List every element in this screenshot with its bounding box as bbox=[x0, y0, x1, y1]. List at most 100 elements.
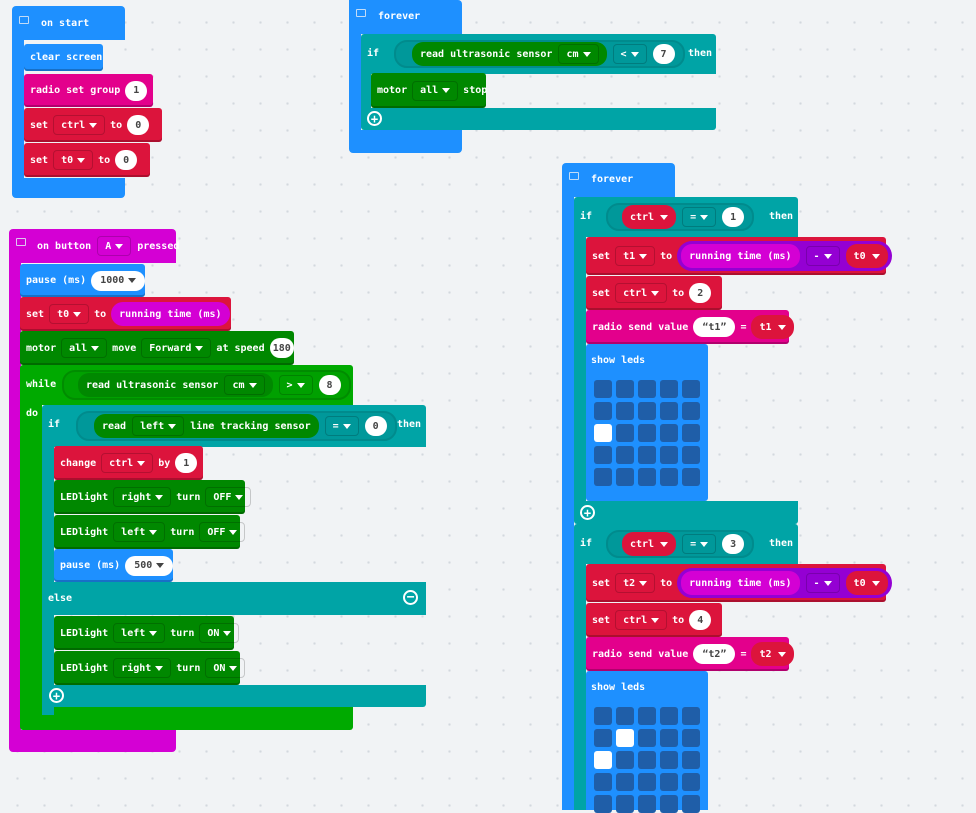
compare-value-input[interactable]: 7 bbox=[652, 44, 675, 64]
forever-event[interactable] bbox=[349, 0, 462, 34]
side-dropdown[interactable]: right bbox=[113, 658, 172, 678]
unit-dropdown[interactable]: cm bbox=[224, 375, 265, 395]
variable-dropdown[interactable]: t0 bbox=[53, 150, 94, 170]
running-time-reporter[interactable]: running time (ms) bbox=[681, 244, 800, 268]
led-on[interactable] bbox=[594, 751, 612, 769]
set-t2-block[interactable]: set t2 to running time (ms) - t0 bbox=[586, 564, 892, 602]
led-off[interactable] bbox=[660, 751, 678, 769]
pause-value-dropdown[interactable]: 500 bbox=[125, 555, 174, 576]
t0-reporter[interactable]: t0 bbox=[845, 244, 888, 268]
led-off[interactable] bbox=[638, 402, 656, 420]
ctrl-eq-3-condition[interactable]: ctrl = 3 bbox=[606, 530, 755, 558]
led-off[interactable] bbox=[682, 729, 700, 747]
ctrl-reporter[interactable]: ctrl bbox=[622, 532, 677, 556]
running-time-reporter[interactable]: running time (ms) bbox=[111, 302, 230, 326]
led-off[interactable] bbox=[616, 751, 634, 769]
led-off[interactable] bbox=[660, 773, 678, 791]
led-off[interactable] bbox=[594, 729, 612, 747]
side-dropdown[interactable]: left bbox=[113, 522, 166, 542]
direction-dropdown[interactable]: Forward bbox=[141, 338, 212, 358]
led-off[interactable] bbox=[660, 446, 678, 464]
led-off[interactable] bbox=[616, 707, 634, 725]
side-dropdown[interactable]: left bbox=[132, 416, 185, 436]
led-off[interactable] bbox=[594, 707, 612, 725]
variable-dropdown[interactable]: ctrl bbox=[615, 283, 668, 303]
led-off[interactable] bbox=[638, 729, 656, 747]
operator-dropdown[interactable]: > bbox=[278, 375, 313, 395]
set-t0-block[interactable]: set t0 to 0 bbox=[24, 143, 150, 177]
led-off[interactable] bbox=[682, 795, 700, 813]
side-dropdown[interactable]: left bbox=[113, 623, 166, 643]
group-number-input[interactable]: 1 bbox=[125, 80, 148, 101]
running-time-reporter[interactable]: running time (ms) bbox=[681, 571, 800, 595]
change-value-input[interactable]: 1 bbox=[175, 453, 198, 473]
line-value-input[interactable]: 0 bbox=[364, 416, 387, 436]
led-off[interactable] bbox=[594, 446, 612, 464]
add-else-icon[interactable]: + bbox=[367, 111, 382, 126]
motor-dropdown[interactable]: all bbox=[412, 80, 459, 101]
side-dropdown[interactable]: right bbox=[113, 487, 172, 507]
forever-event[interactable] bbox=[562, 163, 675, 197]
minus-expression[interactable]: running time (ms) - t0 bbox=[677, 241, 892, 271]
change-ctrl-block[interactable]: change ctrl by 1 bbox=[54, 446, 203, 480]
pause-block[interactable]: pause (ms) 1000 bbox=[20, 264, 146, 297]
operator-dropdown[interactable]: = bbox=[682, 207, 717, 227]
led-off[interactable] bbox=[594, 773, 612, 791]
led-off[interactable] bbox=[638, 380, 656, 398]
add-else-icon[interactable]: + bbox=[580, 505, 595, 520]
remove-else-icon[interactable]: − bbox=[403, 590, 418, 605]
led-off[interactable] bbox=[594, 468, 612, 486]
state-dropdown[interactable]: OFF bbox=[205, 487, 252, 507]
cond-value-input[interactable]: 3 bbox=[722, 534, 745, 554]
name-string-input[interactable]: “t1” bbox=[693, 317, 736, 337]
state-dropdown[interactable]: ON bbox=[199, 623, 240, 643]
comment-icon[interactable] bbox=[16, 238, 26, 246]
set-ctrl-2-block[interactable]: set ctrl to 2 bbox=[586, 276, 722, 310]
motor-move-block[interactable]: motor all move Forward at speed 180 bbox=[20, 331, 294, 365]
led-off[interactable] bbox=[638, 751, 656, 769]
led-matrix[interactable] bbox=[594, 707, 700, 813]
led-off[interactable] bbox=[594, 402, 612, 420]
ctrl-value-input[interactable]: 2 bbox=[689, 283, 712, 303]
led-off[interactable] bbox=[660, 402, 678, 420]
add-else-if-icon[interactable]: + bbox=[49, 688, 64, 703]
t0-reporter[interactable]: t0 bbox=[845, 571, 888, 595]
state-dropdown[interactable]: OFF bbox=[199, 522, 246, 542]
variable-dropdown[interactable]: ctrl bbox=[101, 453, 154, 473]
radio-set-group-block[interactable]: radio set group 1 bbox=[24, 74, 153, 107]
operator-dropdown[interactable]: < bbox=[612, 44, 647, 64]
operator-dropdown[interactable]: - bbox=[805, 573, 840, 593]
ledlight-right-on-block[interactable]: LEDlight right turn ON bbox=[54, 651, 246, 685]
motor-dropdown[interactable]: all bbox=[61, 338, 108, 358]
led-off[interactable] bbox=[682, 446, 700, 464]
ctrl-value-input[interactable]: 4 bbox=[689, 610, 712, 630]
ledlight-left-on-block[interactable]: LEDlight left turn ON bbox=[54, 616, 240, 650]
led-off[interactable] bbox=[616, 446, 634, 464]
led-off[interactable] bbox=[616, 795, 634, 813]
name-string-input[interactable]: “t2” bbox=[693, 644, 736, 664]
button-dropdown[interactable]: A bbox=[97, 236, 132, 256]
operator-dropdown[interactable]: = bbox=[682, 534, 717, 554]
ctrl-value-input[interactable]: 0 bbox=[127, 115, 150, 135]
variable-dropdown[interactable]: t0 bbox=[49, 304, 90, 324]
led-off[interactable] bbox=[616, 773, 634, 791]
led-off[interactable] bbox=[594, 380, 612, 398]
state-dropdown[interactable]: ON bbox=[205, 658, 246, 678]
led-off[interactable] bbox=[660, 424, 678, 442]
operator-dropdown[interactable]: - bbox=[805, 246, 840, 266]
led-off[interactable] bbox=[682, 468, 700, 486]
led-off[interactable] bbox=[594, 795, 612, 813]
pause-500-block[interactable]: pause (ms) 500 bbox=[54, 549, 174, 582]
led-off[interactable] bbox=[638, 424, 656, 442]
led-off[interactable] bbox=[682, 773, 700, 791]
led-off[interactable] bbox=[660, 729, 678, 747]
radio-send-t2-block[interactable]: radio send value “t2” = t2 bbox=[586, 637, 794, 671]
led-off[interactable] bbox=[638, 446, 656, 464]
ctrl-eq-1-condition[interactable]: ctrl = 1 bbox=[606, 203, 755, 231]
unit-dropdown[interactable]: cm bbox=[558, 44, 599, 64]
t2-reporter[interactable]: t2 bbox=[751, 642, 794, 666]
